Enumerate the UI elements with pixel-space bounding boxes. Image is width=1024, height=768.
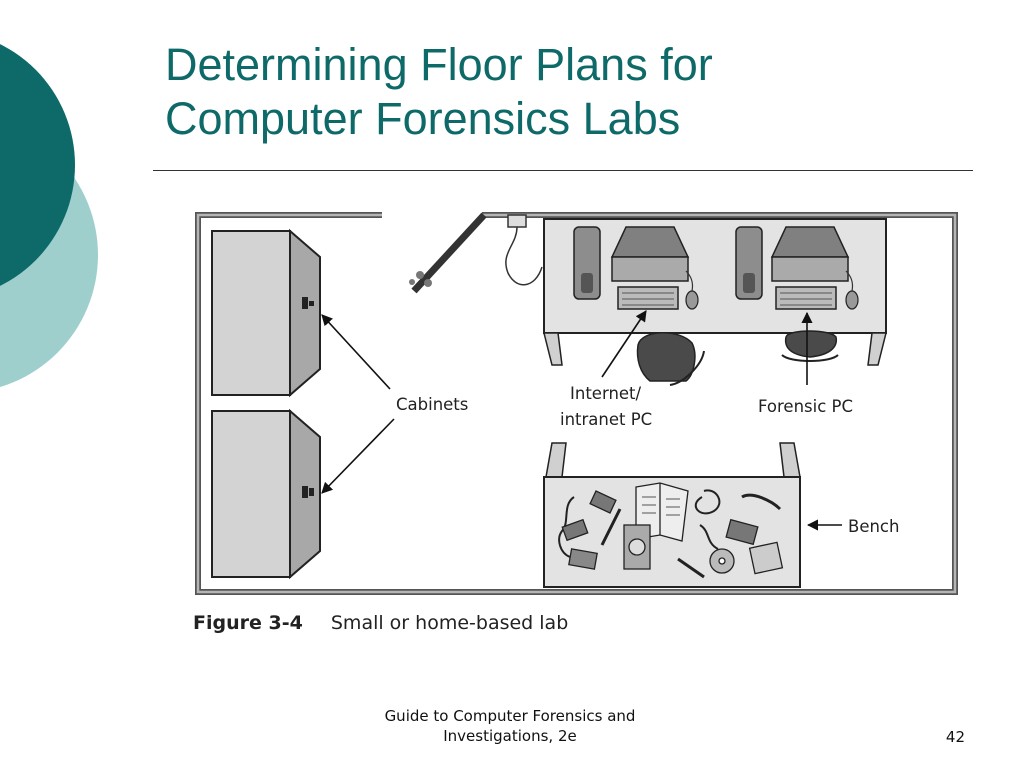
floor-plan-figure: Cabinets Internet/ intranet PC Forensic … — [190, 205, 965, 605]
wall-outlet — [505, 214, 543, 286]
cabinet-lower — [211, 408, 321, 580]
slide-footer: Guide to Computer Forensics and Investig… — [340, 706, 680, 746]
page-number: 42 — [945, 728, 965, 746]
forensic-pc-label: Forensic PC — [758, 397, 853, 416]
internet-pc-workstation — [573, 226, 699, 310]
figure-caption: Figure 3-4 Small or home-based lab — [193, 612, 568, 634]
cabinets-label: Cabinets — [396, 395, 468, 414]
annotation-arrows — [321, 310, 842, 531]
internet-pc-label-line1: Internet/ — [570, 384, 642, 403]
figure-caption-text: Small or home-based lab — [330, 612, 569, 634]
slide-title-line2: Computer Forensics Labs — [165, 93, 681, 144]
bench — [543, 442, 801, 588]
figure-caption-number: Figure 3-4 — [193, 612, 303, 634]
footer-line2: Investigations, 2e — [443, 727, 577, 745]
slide-title: Determining Floor Plans for Computer For… — [165, 38, 985, 146]
dark-teal-circle — [0, 44, 75, 286]
footer-line1: Guide to Computer Forensics and — [384, 707, 636, 725]
door — [409, 212, 487, 294]
internet-pc-label-line2: intranet PC — [560, 410, 652, 429]
chair-forensic-pc — [781, 330, 839, 362]
room-walls — [195, 212, 958, 595]
cabinet-upper — [211, 228, 321, 398]
decorative-circles — [0, 0, 110, 400]
slide-title-line1: Determining Floor Plans for — [165, 39, 713, 90]
title-divider — [153, 170, 973, 171]
bench-label: Bench — [848, 517, 899, 536]
forensic-pc-workstation — [735, 226, 859, 310]
chair-internet-pc — [636, 332, 705, 386]
bench-tools — [558, 482, 784, 579]
